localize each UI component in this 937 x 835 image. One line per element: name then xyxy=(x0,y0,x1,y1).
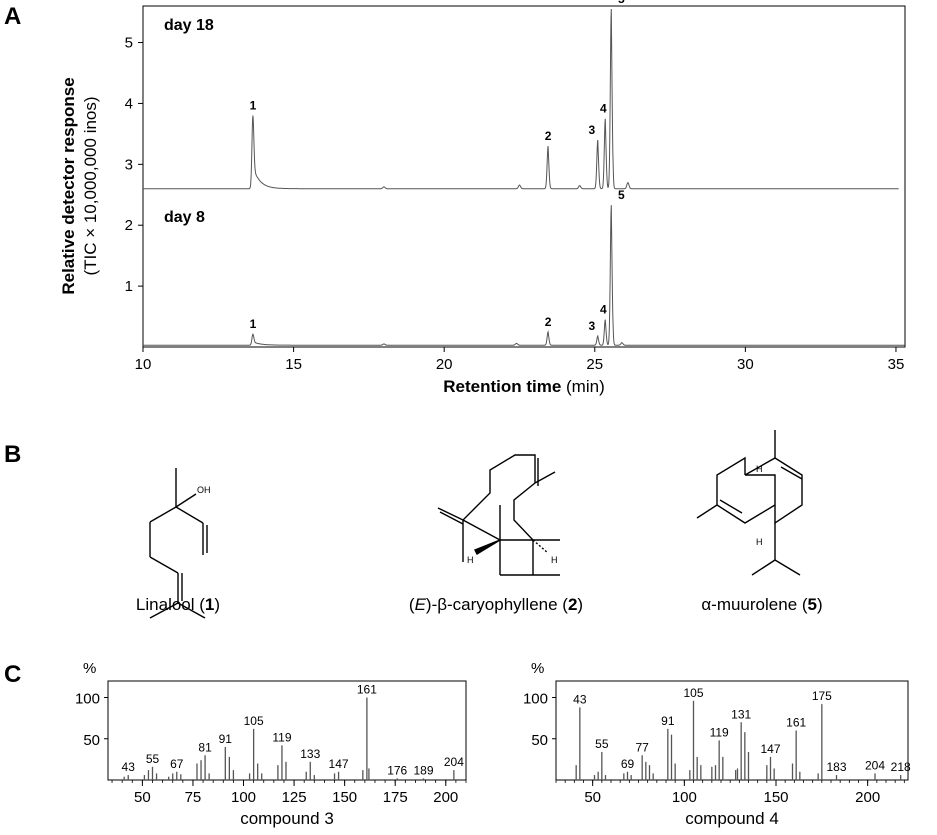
y-tick-label: 50 xyxy=(83,732,100,749)
x-tick-label: 100 xyxy=(231,789,256,806)
y-tick-label: 1 xyxy=(125,278,133,295)
peak-mz-label: 43 xyxy=(122,760,136,774)
x-tick-label: 10 xyxy=(135,356,152,373)
x-tick-label: 150 xyxy=(332,789,357,806)
x-tick-label: 50 xyxy=(584,789,601,806)
atom-label-oh: OH xyxy=(197,485,211,495)
peak-mz-label: 105 xyxy=(244,714,264,728)
peak-mz-label: 69 xyxy=(621,757,635,771)
caption-linalool: Linalool (1) xyxy=(136,595,220,614)
panel-label-b: B xyxy=(4,441,21,468)
x-tick-label: 50 xyxy=(134,789,151,806)
peak-label-3: 3 xyxy=(588,319,595,333)
x-tick-label: 200 xyxy=(433,789,458,806)
series-label: day 8 xyxy=(164,209,205,226)
panel-label-a: A xyxy=(4,3,21,30)
plot-frame xyxy=(142,5,906,348)
x-tick-label: 30 xyxy=(737,356,754,373)
x-axis-label: Retention time (min) xyxy=(443,377,605,396)
atom-label-h4: H xyxy=(756,537,763,547)
atom-label-h3: H xyxy=(756,464,763,474)
trace-day-18 xyxy=(143,8,899,190)
y-unit-label: % xyxy=(531,660,544,677)
peak-mz-label: 81 xyxy=(198,740,212,754)
peak-label-4: 4 xyxy=(600,303,607,317)
peak-mz-label: 77 xyxy=(635,740,649,754)
structure-caryophyllene xyxy=(437,454,560,576)
peak-mz-label: 105 xyxy=(683,686,703,700)
peak-mz-label: 161 xyxy=(786,716,806,730)
peak-mz-label: 91 xyxy=(219,732,233,746)
caption-caryophyllene: (E)-β-caryophyllene (2) xyxy=(409,595,583,614)
spectrum-title: compound 3 xyxy=(240,809,334,828)
peak-mz-label: 189 xyxy=(414,763,434,777)
y-axis-label-main: Relative detector response xyxy=(59,77,78,294)
peak-label-2: 2 xyxy=(545,315,552,329)
panel-label-c: C xyxy=(4,661,21,688)
y-tick-label: 50 xyxy=(531,732,548,749)
caption-muurolene: α-muurolene (5) xyxy=(701,595,822,614)
peak-mz-label: 67 xyxy=(170,757,184,771)
y-tick-label: 100 xyxy=(523,691,548,708)
peak-label-2: 2 xyxy=(545,129,552,143)
peak-mz-label: 55 xyxy=(595,737,609,751)
x-tick-label: 150 xyxy=(763,789,788,806)
peak-label-4: 4 xyxy=(600,102,607,116)
x-tick-label: 35 xyxy=(888,356,905,373)
y-tick-label: 4 xyxy=(125,95,133,112)
x-tick-label: 100 xyxy=(672,789,697,806)
peak-mz-label: 55 xyxy=(146,752,160,766)
peak-mz-label: 43 xyxy=(573,692,587,706)
peak-mz-label: 147 xyxy=(329,757,349,771)
peak-mz-label: 218 xyxy=(891,760,911,774)
y-unit-label: % xyxy=(83,660,96,677)
peak-mz-label: 204 xyxy=(444,755,464,769)
peak-mz-label: 183 xyxy=(826,760,846,774)
x-axis-label-main: Retention time xyxy=(443,377,561,396)
peak-label-3: 3 xyxy=(588,123,595,137)
atom-label-h1: H xyxy=(467,555,474,565)
spectrum-frame xyxy=(555,680,909,781)
spectrum-title: compound 4 xyxy=(685,809,779,828)
y-axis-label-unit: (TIC × 10,000,000 inos) xyxy=(81,96,100,275)
peak-mz-label: 91 xyxy=(661,714,675,728)
y-tick-label: 2 xyxy=(125,217,133,234)
peak-mz-label: 176 xyxy=(387,763,407,777)
series-label: day 18 xyxy=(164,17,214,34)
peak-mz-label: 119 xyxy=(710,725,729,739)
x-tick-label: 25 xyxy=(586,356,603,373)
peak-mz-label: 161 xyxy=(357,683,377,697)
x-tick-label: 20 xyxy=(436,356,453,373)
peak-mz-label: 131 xyxy=(731,707,751,721)
structure-muurolene xyxy=(696,430,803,576)
peak-mz-label: 119 xyxy=(272,730,291,744)
spectrum-frame xyxy=(107,680,467,781)
atom-label-h2: H xyxy=(551,555,558,565)
peak-mz-label: 204 xyxy=(865,758,885,772)
y-tick-label: 5 xyxy=(125,35,133,52)
peak-mz-label: 175 xyxy=(812,689,832,703)
x-tick-label: 175 xyxy=(383,789,408,806)
x-tick-label: 200 xyxy=(855,789,880,806)
peak-label-1: 1 xyxy=(250,99,257,113)
y-tick-label: 3 xyxy=(125,156,133,173)
trace-day-8 xyxy=(143,205,905,346)
y-tick-label: 100 xyxy=(75,691,100,708)
x-axis-label-unit: (min) xyxy=(561,377,604,396)
x-tick-label: 75 xyxy=(185,789,202,806)
mass-spectrum-compound-3: % 50 100 50 75 100 125 150 175 200 43 55 67 81 91 105 11… xyxy=(75,660,467,828)
x-tick-label: 15 xyxy=(285,356,302,373)
peak-mz-label: 133 xyxy=(300,747,320,761)
structure-linalool-drawing xyxy=(149,468,208,619)
peak-mz-label: 147 xyxy=(760,742,780,756)
peak-label-5: 5 xyxy=(618,188,625,202)
x-tick-label: 125 xyxy=(282,789,307,806)
peak-label-5: 5 xyxy=(618,0,625,6)
peak-label-1: 1 xyxy=(250,317,257,331)
